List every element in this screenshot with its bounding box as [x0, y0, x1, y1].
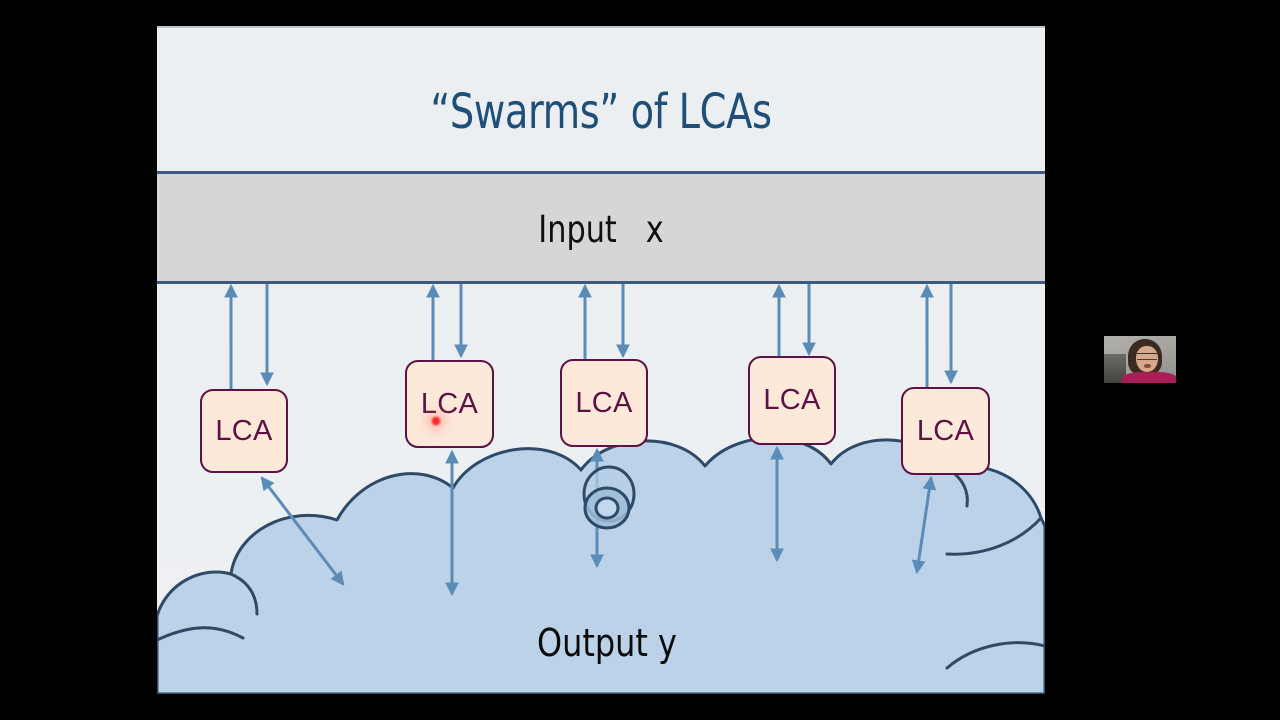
title-band: “Swarms” of LCAs: [157, 26, 1045, 171]
lca-node-2-label: LCA: [420, 387, 479, 420]
laser-pointer-dot: [430, 415, 442, 427]
lca-node-5-label: LCA: [916, 414, 975, 447]
webcam-letterbox-bottom: [1104, 383, 1176, 387]
title-top-rule: [157, 26, 1045, 28]
lca-node-1[interactable]: LCA: [200, 389, 288, 473]
lca-node-1-label: LCA: [215, 414, 273, 447]
presentation-slide: “Swarms” of LCAs Input x: [157, 26, 1045, 694]
input-bar-bottom-rule: [157, 281, 1045, 284]
input-bar-top-rule: [157, 171, 1045, 174]
webcam-shadow: [1104, 354, 1126, 387]
lca-node-3-label: LCA: [575, 386, 633, 419]
lca-node-3[interactable]: LCA: [560, 359, 648, 447]
webcam-glasses-icon: [1137, 353, 1157, 360]
input-bar: Input x: [157, 174, 1045, 281]
lca-node-4-label: LCA: [763, 384, 821, 416]
output-label: Output y: [537, 621, 677, 665]
presenter-webcam-thumbnail[interactable]: [1104, 332, 1176, 387]
lca-node-4[interactable]: LCA: [748, 356, 836, 445]
webcam-mouth: [1144, 364, 1151, 368]
input-label: Input x: [538, 208, 664, 251]
webcam-letterbox-top: [1104, 332, 1176, 336]
lca-node-2[interactable]: LCA: [405, 360, 494, 448]
lca-node-5[interactable]: LCA: [901, 387, 990, 475]
slide-title: “Swarms” of LCAs: [430, 84, 772, 140]
